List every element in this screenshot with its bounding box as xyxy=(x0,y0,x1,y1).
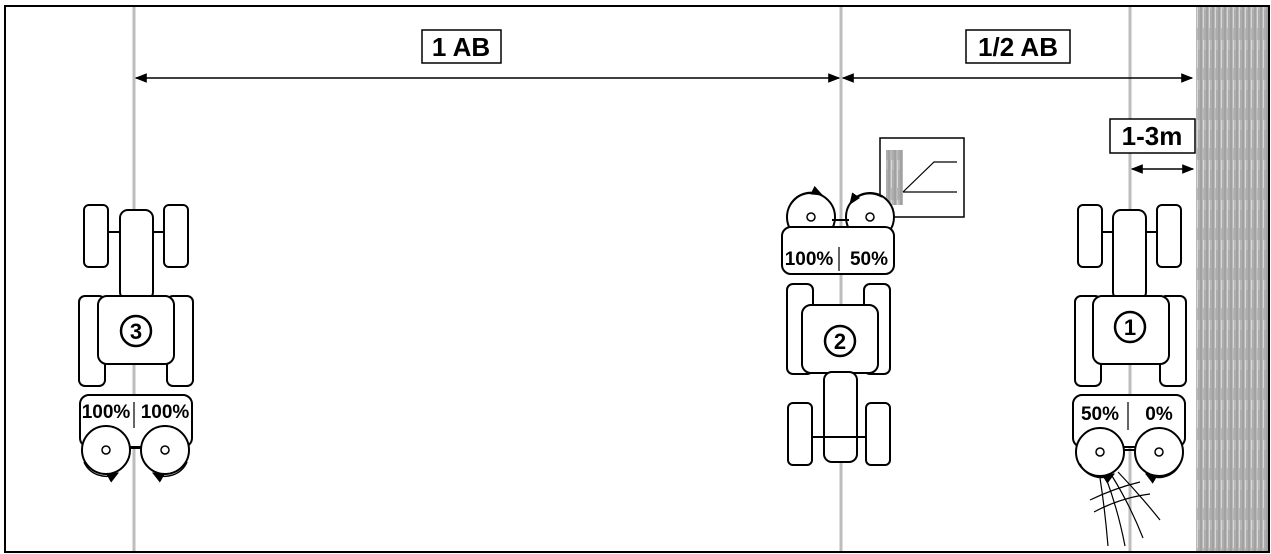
tractor-number: 1 xyxy=(1124,315,1136,340)
left-rate: 100% xyxy=(82,402,131,423)
label-edge-distance: 1-3m xyxy=(1109,118,1196,154)
right-rate: 100% xyxy=(141,402,190,423)
tractor-2: 100% 50% 2 xyxy=(781,185,895,466)
svg-text:1-3m: 1-3m xyxy=(1122,121,1183,151)
spread-fan xyxy=(1089,471,1161,547)
left-rate: 100% xyxy=(785,249,834,270)
svg-text:1/2 AB: 1/2 AB xyxy=(978,32,1058,62)
right-rate: 50% xyxy=(850,249,888,270)
border-spreading-icon xyxy=(879,137,965,218)
field-edge xyxy=(1196,7,1268,551)
svg-text:1 AB: 1 AB xyxy=(432,32,490,62)
left-rate: 50% xyxy=(1081,404,1119,425)
tractor-number: 2 xyxy=(834,329,846,354)
tractor-3: 3 100% 100% xyxy=(78,204,194,483)
label-full-width: 1 AB xyxy=(421,29,502,64)
diagram-frame xyxy=(4,5,1270,553)
tractor-1: 1 50% 0% xyxy=(1072,204,1187,547)
tractor-number: 3 xyxy=(130,319,142,344)
label-half-width: 1/2 AB xyxy=(965,29,1071,64)
right-rate: 0% xyxy=(1145,404,1173,425)
